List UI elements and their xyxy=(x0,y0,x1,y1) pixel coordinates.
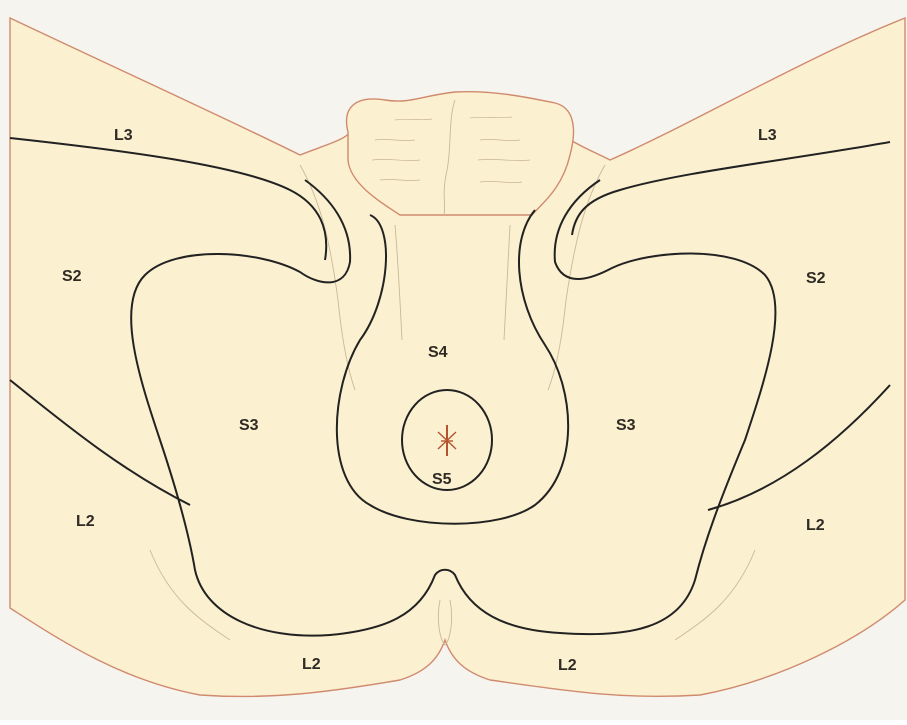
label-l3-left: L3 xyxy=(114,127,133,144)
label-s5: S5 xyxy=(432,471,452,488)
label-l3-right: L3 xyxy=(758,127,777,144)
label-l2-left: L2 xyxy=(76,513,95,530)
label-s2-right: S2 xyxy=(806,270,826,287)
label-s3-left: S3 xyxy=(239,417,259,434)
label-s3-right: S3 xyxy=(616,417,636,434)
label-l2-bottom-left: L2 xyxy=(302,656,321,673)
label-s4: S4 xyxy=(428,344,448,361)
label-l2-right: L2 xyxy=(806,517,825,534)
label-s2-left: S2 xyxy=(62,268,82,285)
label-l2-bottom-right: L2 xyxy=(558,657,577,674)
scrotum xyxy=(347,92,574,215)
